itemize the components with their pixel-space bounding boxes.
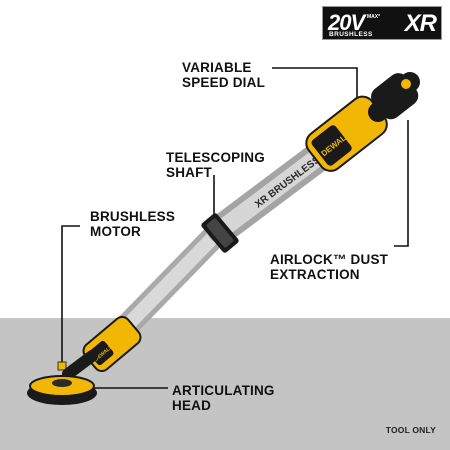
callout-speed-dial: VARIABLE SPEED DIAL [182,60,266,90]
head-neck [62,350,98,380]
motor-marker [57,361,67,371]
tool-only-note: TOOL ONLY [385,425,436,435]
badge-max: MAX* [367,14,381,20]
telescoping-collar [201,213,239,253]
sanding-head-hub [52,379,72,387]
callout-dust-extraction: AIRLOCK™ DUST EXTRACTION [270,252,389,282]
callout-articulating-head: ARTICULATING HEAD [172,383,275,413]
badge-series: XR [404,10,437,37]
badge-brushless: BRUSHLESS [329,31,373,38]
callout-brushless-motor: BRUSHLESS MOTOR [90,209,176,239]
speed-dial-knob [399,77,413,91]
speed-dial-leader [272,67,358,106]
motor-leader [61,225,80,365]
shaft-upper-highlight [213,139,339,238]
dust-leader [394,120,409,247]
20v-xr-brushless-badge: 20V MAX* BRUSHLESS XR [322,6,442,40]
badge-voltage: 20V [328,10,365,35]
callout-telescoping-shaft: TELESCOPING SHAFT [166,150,265,180]
